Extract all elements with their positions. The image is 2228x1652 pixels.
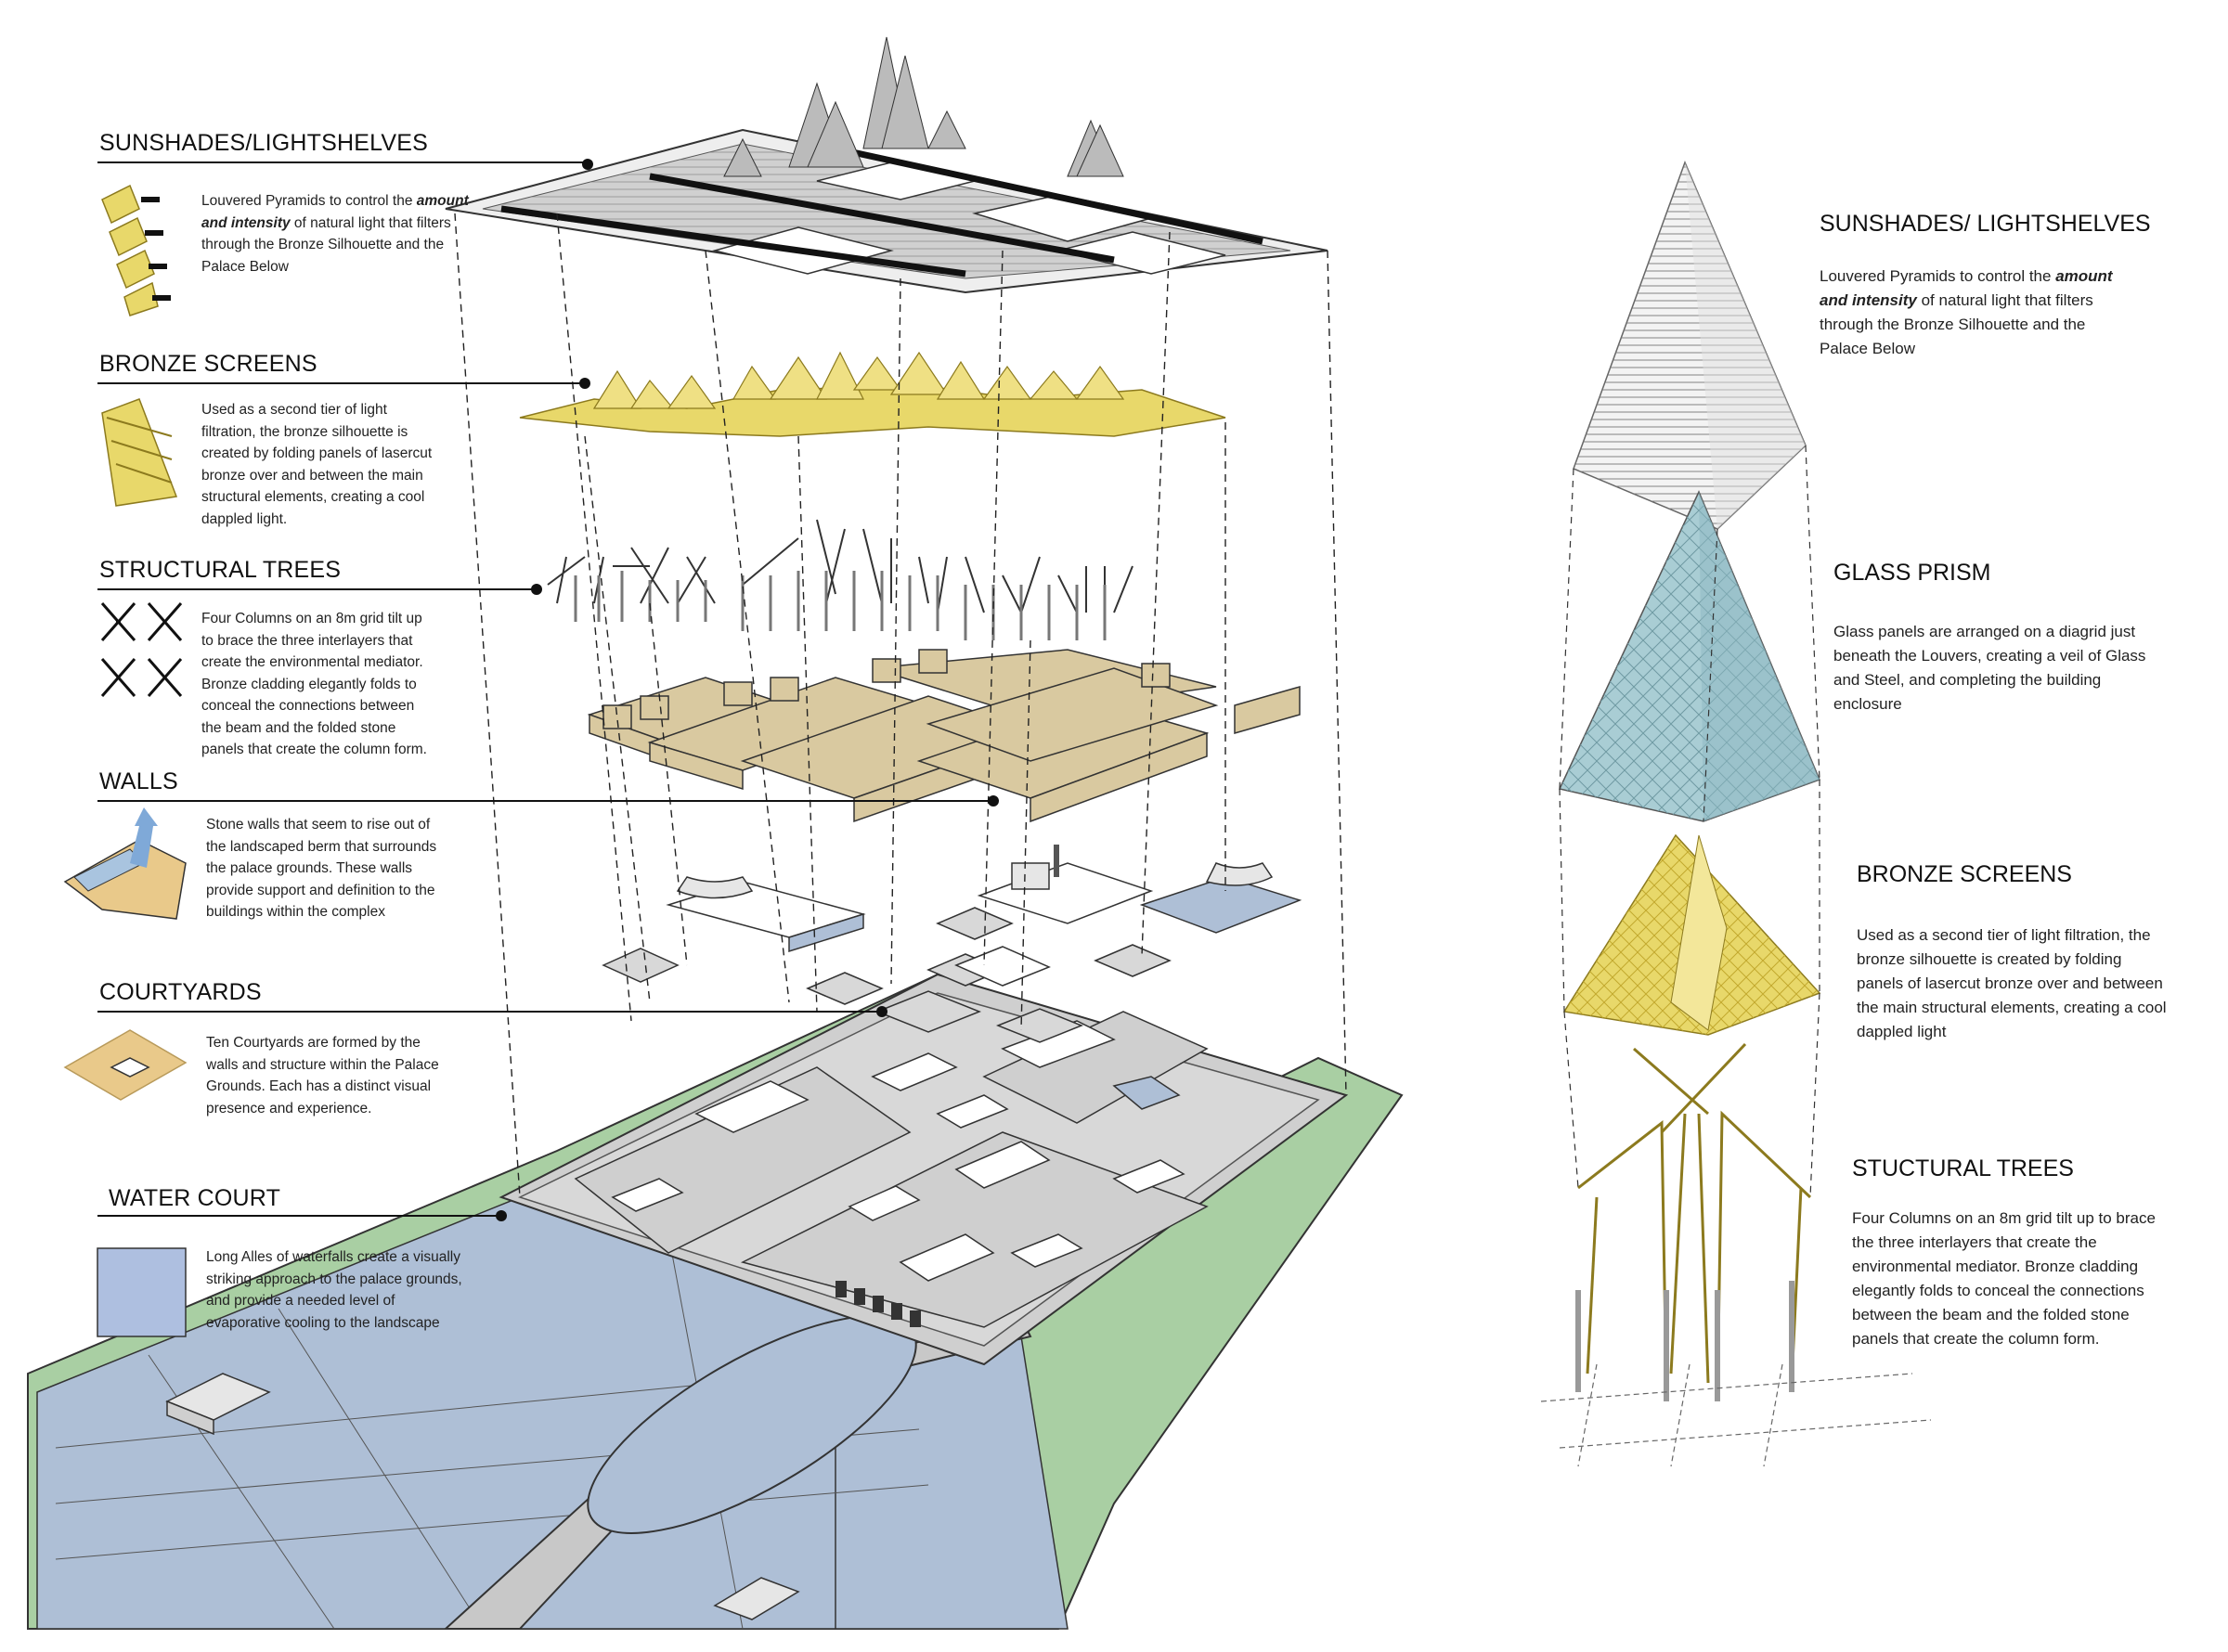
sunshades-heading: SUNSHADES/LIGHTSHELVES [99,130,429,156]
courtyards-description: Ten Courtyards are formed by the walls a… [206,1035,439,1116]
water-legend-icon [97,1247,187,1337]
stone-walls [587,649,1301,823]
courtyards-heading: COURTYARDS [99,979,262,1005]
right-structural-trees-description: Four Columns on an 8m grid tilt up to br… [1852,1209,2156,1348]
pavilions [666,845,1302,953]
sunshade-roof-layer [445,36,1328,294]
courtyard-grilles [602,907,1172,1043]
right-sunshades-description: Louvered Pyramids to control the amount … [1820,267,2113,357]
courtyard-legend-icon [63,1029,188,1101]
water-court-heading: WATER COURT [109,1185,281,1211]
right-structural-trees-heading: STUCTURAL TREES [1852,1155,2074,1181]
bronze-screens-description: Used as a second tier of light filtratio… [201,402,433,527]
bronze-screen-layer [519,351,1226,437]
right-bronze-heading: BRONZE SCREENS [1857,861,2072,887]
louver-legend-icon [101,184,171,316]
water-court-description: Long Alles of waterfalls create a visual… [206,1249,462,1331]
palace-platform [499,973,1349,1366]
projection-lines [454,213,1347,1198]
right-glass-description: Glass panels are arranged on a diagrid j… [1833,623,2146,713]
right-bronze-description: Used as a second tier of light filtratio… [1857,926,2167,1040]
right-sunshades-heading: SUNSHADES/ LIGHTSHELVES [1820,211,2151,237]
structural-trees-layer [547,519,1133,640]
bronze-legend-icon [101,398,178,507]
sunshades-description: Louvered Pyramids to control the amount … [201,193,469,275]
callout-dots [496,159,999,1221]
right-glass-heading: GLASS PRISM [1833,560,1991,586]
bronze-screens-heading: BRONZE SCREENS [99,351,317,377]
wall-legend-icon [63,807,187,920]
structural-trees-heading: STRUCTURAL TREES [99,557,342,583]
walls-heading: WALLS [99,768,178,794]
structural-tree-legend-icon [100,602,183,697]
right-exploded-pyramid [1540,160,1932,1467]
structural-trees-description: Four Columns on an 8m grid tilt up to br… [201,611,427,757]
walls-description: Stone walls that seem to rise out of the… [206,817,437,920]
